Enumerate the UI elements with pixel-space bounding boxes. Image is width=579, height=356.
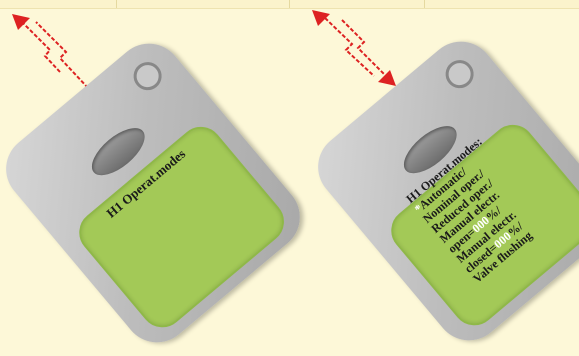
signal-arrow-right	[312, 10, 396, 86]
signal-arrow-left	[12, 14, 88, 88]
lanyard-hole	[440, 54, 479, 93]
lanyard-hole	[128, 56, 167, 95]
